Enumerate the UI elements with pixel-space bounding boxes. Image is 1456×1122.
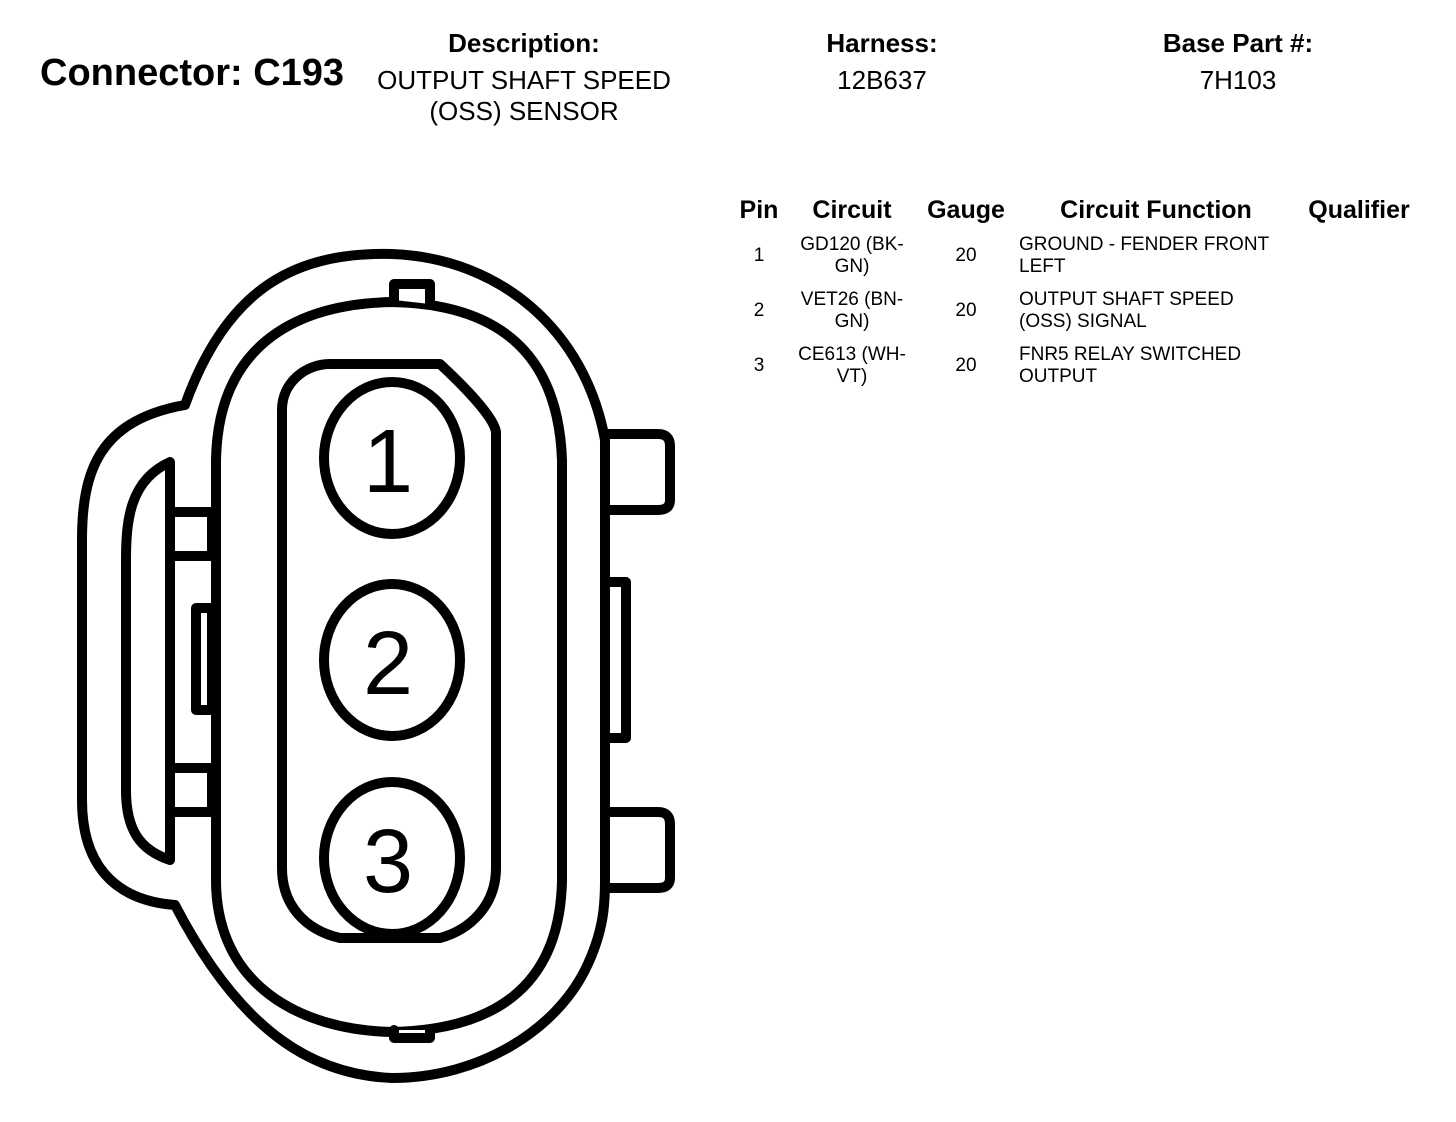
pin-1-cavity bbox=[319, 377, 465, 539]
pin-cavity-frame bbox=[277, 359, 501, 943]
pin-3-label: 3 bbox=[363, 812, 413, 912]
row-gauge: 20 bbox=[955, 300, 977, 321]
outer-housing-outline bbox=[77, 248, 610, 1083]
row-function: FNR5 RELAY SWITCHED OUTPUT bbox=[1019, 344, 1242, 387]
pin-1-label: 1 bbox=[363, 412, 413, 512]
row-circuit: CE613 (WH-VT) bbox=[798, 344, 906, 387]
harness-value: 12B637 bbox=[837, 65, 927, 95]
description-label: Description: bbox=[448, 28, 600, 58]
harness-label: Harness: bbox=[826, 28, 938, 58]
top-key bbox=[389, 279, 435, 309]
row-pin: 2 bbox=[753, 300, 765, 321]
header-qualifier: Qualifier bbox=[1308, 196, 1410, 224]
header-circuit: Circuit bbox=[812, 196, 892, 224]
row-function: OUTPUT SHAFT SPEED (OSS) SIGNAL bbox=[1019, 289, 1234, 332]
pin-2-label: 2 bbox=[363, 614, 413, 714]
row-circuit: GD120 (BK-GN) bbox=[800, 234, 904, 277]
row-circuit: VET26 (BN-GN) bbox=[800, 289, 904, 332]
row-pin: 3 bbox=[753, 355, 765, 376]
bottom-key bbox=[389, 1025, 435, 1043]
pin-2-cavity bbox=[319, 579, 465, 741]
connector-face-diagram: 1 2 3 bbox=[77, 248, 675, 1083]
right-tab-lower bbox=[600, 807, 675, 893]
row-pin: 1 bbox=[753, 245, 765, 266]
connector-title: Connector: C193 bbox=[40, 52, 345, 94]
base-part-label: Base Part #: bbox=[1162, 28, 1314, 58]
description-value: OUTPUT SHAFT SPEED (OSS) SENSOR bbox=[377, 65, 671, 126]
row-function: GROUND - FENDER FRONT LEFT bbox=[1019, 234, 1269, 277]
left-latch bbox=[121, 457, 175, 865]
base-part-value: 7H103 bbox=[1199, 65, 1277, 95]
left-latch-notch-lower bbox=[165, 763, 217, 817]
header-pin: Pin bbox=[739, 196, 779, 224]
left-latch-notch-center bbox=[191, 603, 217, 715]
row-gauge: 20 bbox=[955, 355, 977, 376]
right-tab-middle bbox=[600, 577, 631, 743]
left-latch-notch-upper bbox=[165, 507, 217, 561]
right-tab-upper bbox=[600, 429, 675, 515]
row-gauge: 20 bbox=[955, 245, 977, 266]
header-circuit-function: Circuit Function bbox=[1060, 196, 1252, 224]
header-gauge: Gauge bbox=[927, 196, 1005, 224]
pin-3-cavity bbox=[319, 777, 465, 939]
